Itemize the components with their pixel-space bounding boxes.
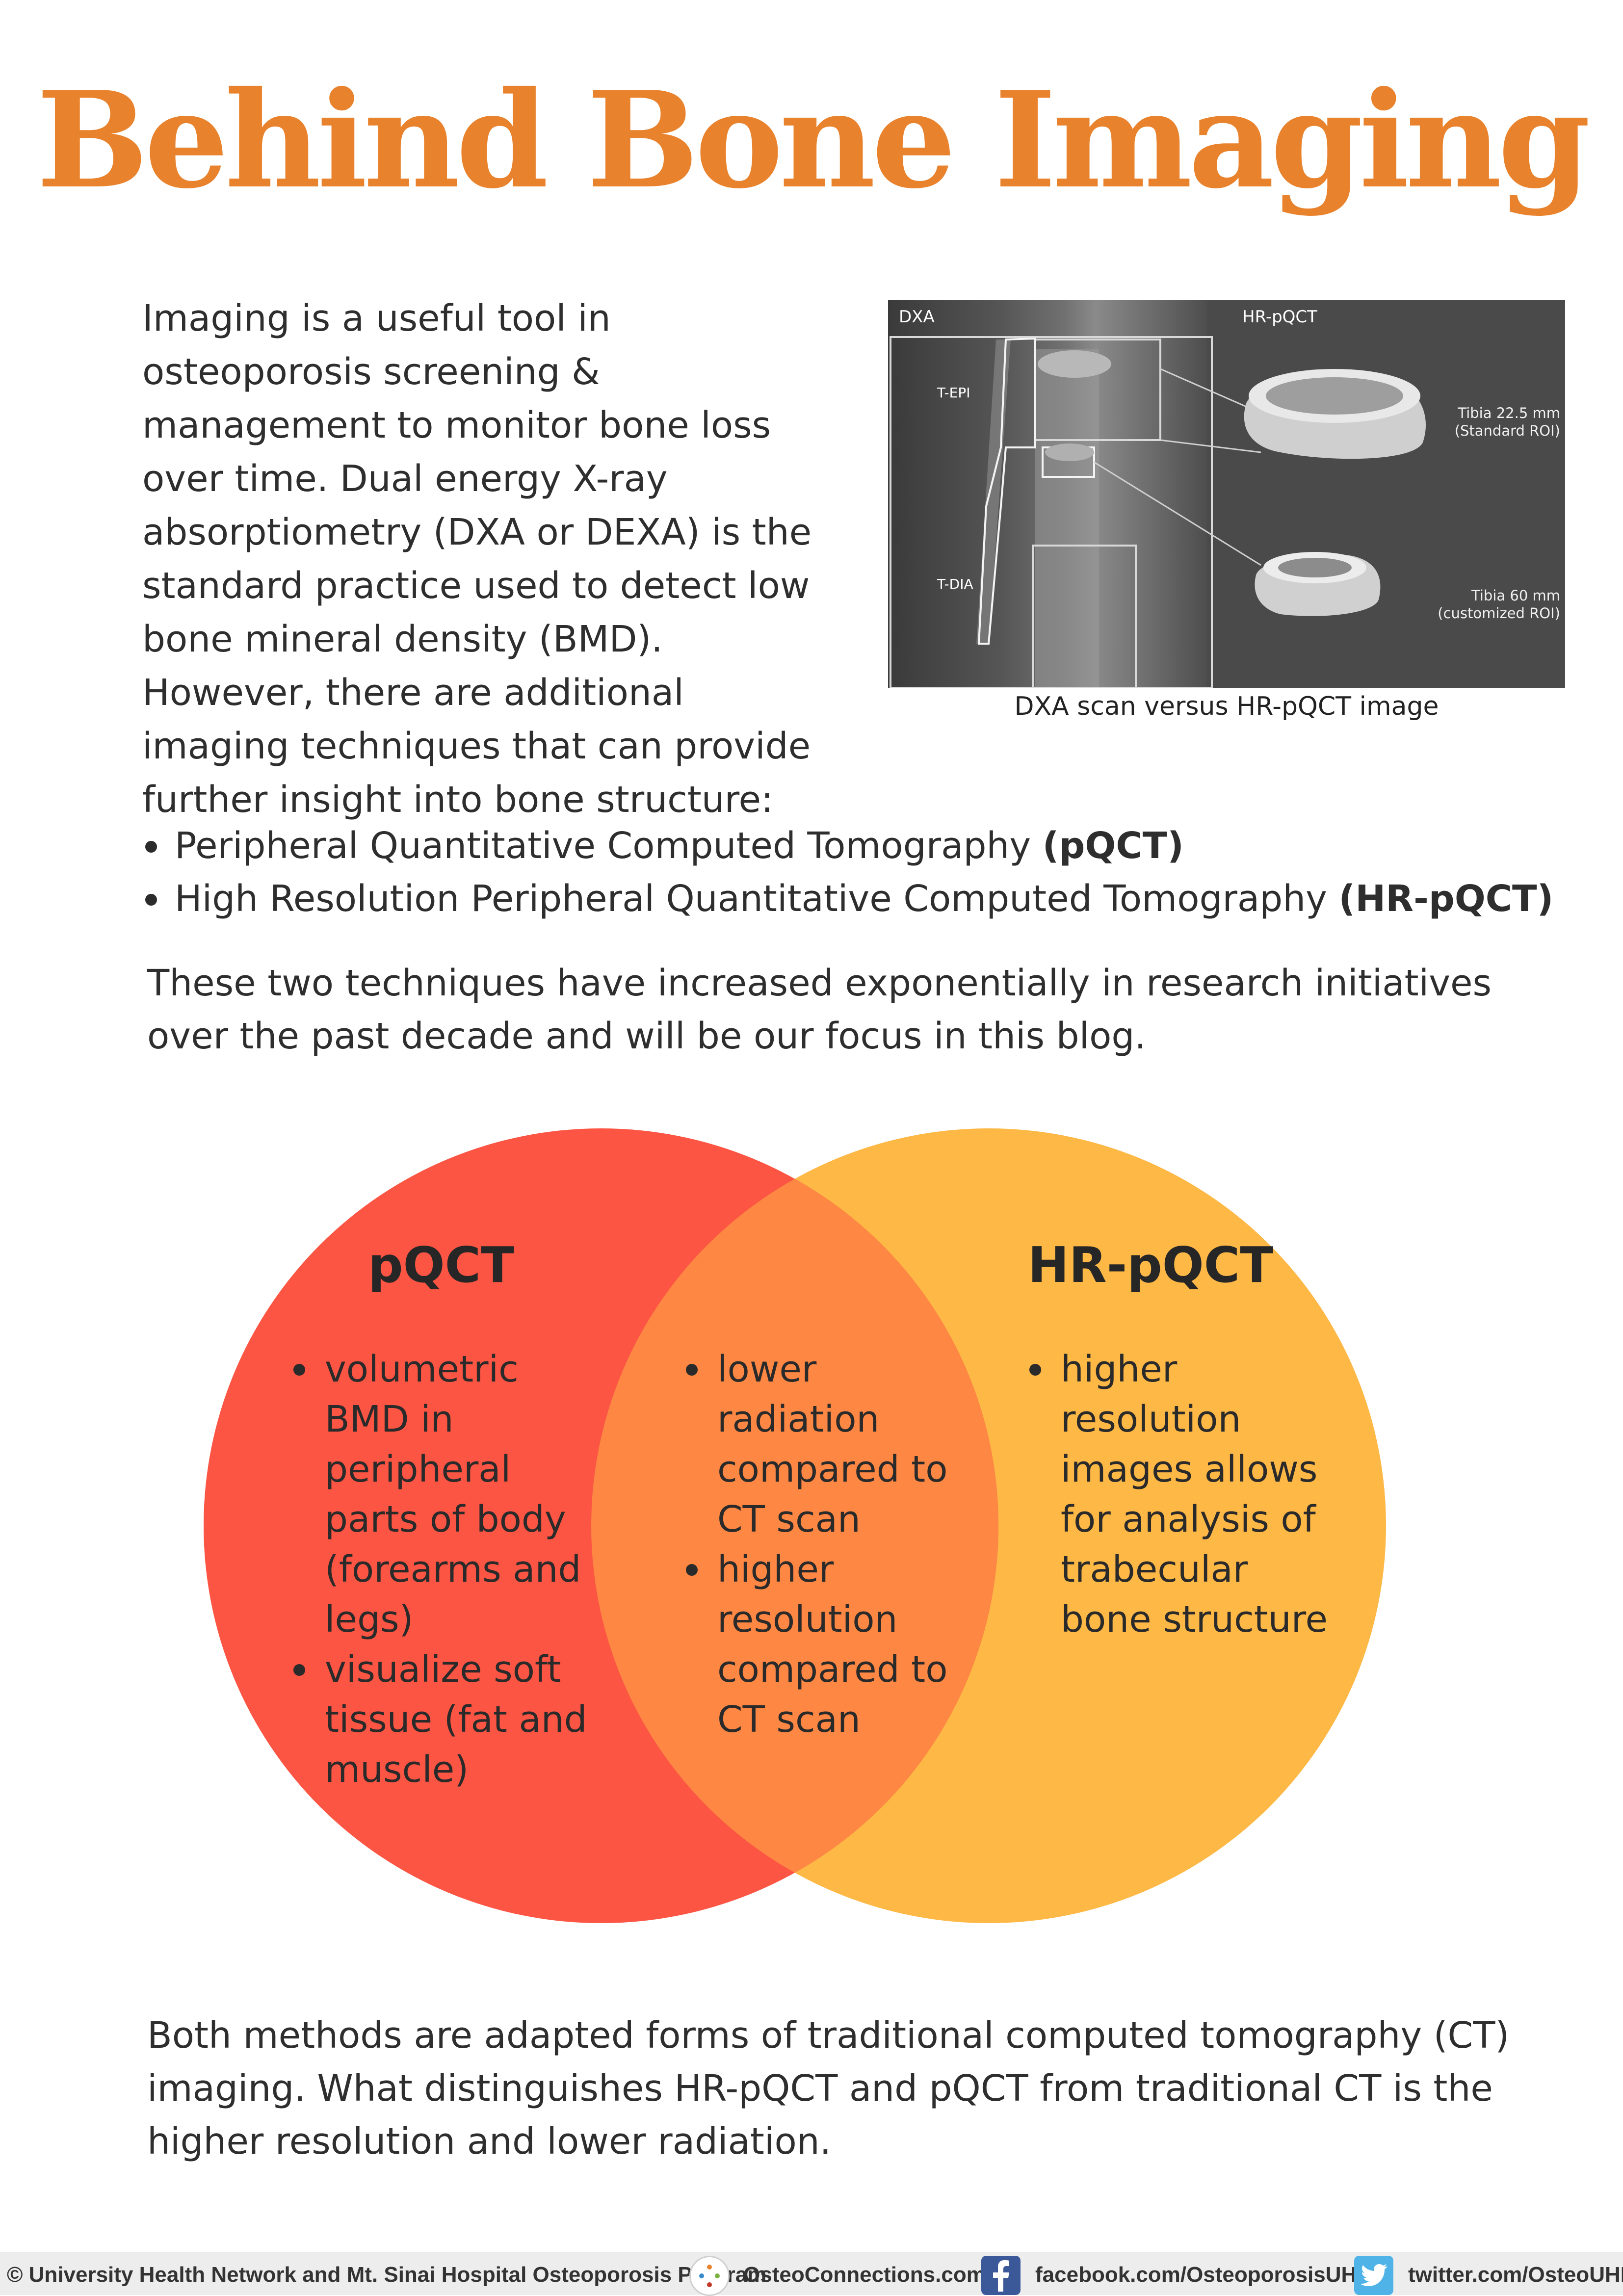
venn-left-list: volumetric BMD in peripheral parts of bo… [289, 1344, 613, 1795]
hrpqct-label: HR-pQCT [1242, 307, 1317, 327]
footer-facebook-link[interactable]: facebook.com/OsteoporosisUHN [1035, 2263, 1373, 2287]
list-item: volumetric BMD in peripheral parts of bo… [289, 1344, 613, 1644]
list-item: Peripheral Quantitative Computed Tomogra… [142, 819, 1553, 872]
roi-customized-line2: (customized ROI) [1438, 605, 1560, 622]
list-item: higher resolution compared to CT scan [682, 1544, 976, 1745]
technique-abbr: (pQCT) [1042, 825, 1184, 867]
technique-abbr: (HR-pQCT) [1338, 878, 1554, 920]
technique-list: Peripheral Quantitative Computed Tomogra… [142, 819, 1553, 925]
footer-copyright: © University Health Network and Mt. Sina… [7, 2263, 767, 2287]
footer-bar: © University Health Network and Mt. Sina… [0, 2252, 1623, 2296]
page-title: Behind Bone Imaging [36, 62, 1591, 218]
venn-center-list: lower radiation compared to CT scan high… [682, 1344, 976, 1745]
venn-title-hrpqct: HR-pQCT [1028, 1236, 1274, 1294]
osteoconnections-logo-icon [689, 2256, 730, 2296]
roi-standard-label: Tibia 22.5 mm (Standard ROI) [1447, 404, 1560, 440]
venn-diagram: pQCT HR-pQCT volumetric BMD in periphera… [0, 1119, 1623, 1923]
footer-twitter-link[interactable]: twitter.com/OsteoUHN [1408, 2263, 1623, 2287]
hrpqct-bone-render-2 [1255, 552, 1381, 616]
roi-standard-line1: Tibia 22.5 mm [1458, 405, 1560, 421]
scan-overlay [890, 336, 1426, 688]
list-item: lower radiation compared to CT scan [682, 1344, 976, 1544]
venn-title-pqct: pQCT [368, 1236, 515, 1294]
tepi-label: T-EPI [937, 385, 970, 401]
dxa-label: DXA [899, 307, 935, 327]
list-item: visualize soft tissue (fat and muscle) [289, 1644, 613, 1795]
twitter-icon [1354, 2256, 1393, 2295]
focus-paragraph: These two techniques have increased expo… [147, 962, 1492, 1057]
roi-standard-line2: (Standard ROI) [1454, 422, 1560, 439]
roi-customized-line1: Tibia 60 mm [1471, 587, 1560, 604]
facebook-icon [981, 2256, 1021, 2295]
venn-right-list: higher resolution images allows for anal… [1025, 1344, 1339, 1644]
scan-figure: DXA HR-pQCT T-EPI T-DIA Tibia 22.5 mm (S… [888, 300, 1565, 688]
list-item: High Resolution Peripheral Quantitative … [142, 872, 1553, 925]
list-item: higher resolution images allows for anal… [1025, 1344, 1339, 1644]
venn-overlap [591, 1128, 1386, 1923]
closing-paragraph: Both methods are adapted forms of tradit… [147, 2014, 1510, 2163]
tdia-label: T-DIA [937, 576, 973, 592]
roi-customized-label: Tibia 60 mm (customized ROI) [1438, 587, 1560, 622]
footer-site-link[interactable]: OsteoConnections.com [743, 2263, 986, 2287]
hrpqct-bone-render-1 [1244, 369, 1426, 459]
technique-name: High Resolution Peripheral Quantitative … [175, 878, 1327, 920]
intro-paragraph: Imaging is a useful tool in osteoporosis… [142, 297, 812, 821]
technique-name: Peripheral Quantitative Computed Tomogra… [175, 825, 1031, 867]
figure-caption: DXA scan versus HR-pQCT image [1014, 692, 1439, 721]
